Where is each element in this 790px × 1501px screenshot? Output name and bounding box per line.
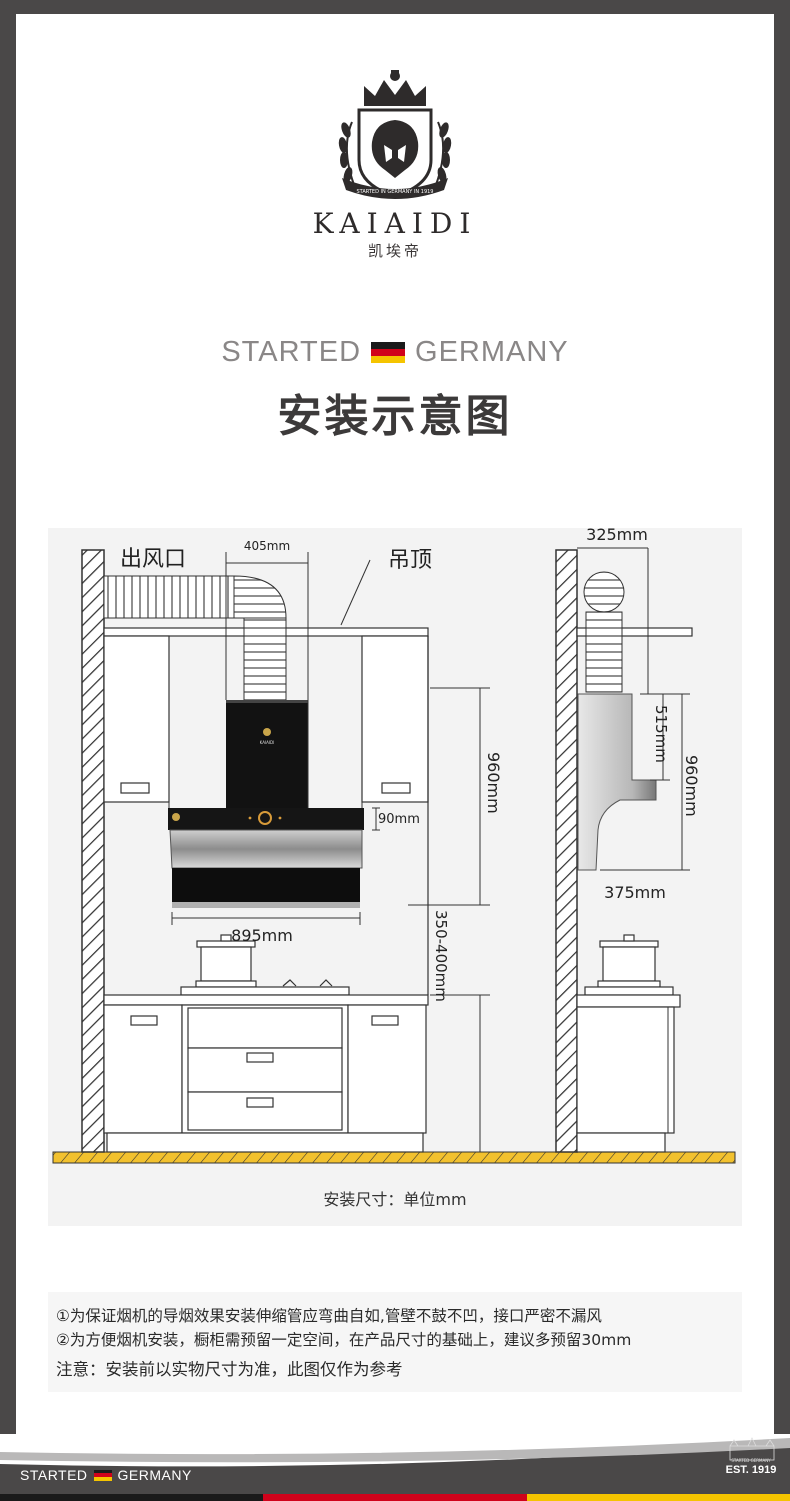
side-duct-elbow [583,571,625,613]
hood-control-panel [168,808,364,830]
note-3: 注意：安装前以实物尺寸为准，此图仅作为参考 [56,1360,403,1379]
ceiling-label: 吊顶 [388,548,432,573]
hood-steel-body [169,829,363,869]
outlet-label: 出风口 [120,547,186,572]
countertop [103,994,429,1006]
tagline: STARTED GERMANY [0,336,790,369]
side-pot-icon [584,934,674,996]
brand-emblem: STARTED IN GERMANY IN 1919 [338,70,452,199]
pot-icon [195,934,257,988]
side-wall [555,549,578,1153]
duct-horizontal [103,575,235,619]
brand-wordmark: KAIAIDI [312,207,478,240]
upper-cabinet-right [361,635,429,803]
tagline-left: STARTED [221,336,362,368]
footer-right: GERMANY [117,1467,192,1483]
tagline-right: GERMANY [415,336,569,368]
side-ceiling [576,627,693,637]
left-wall [81,549,105,1153]
side-duct [585,611,623,693]
base-cabinet-left [103,1004,183,1134]
dim-375: 375mm [604,883,666,902]
badge-ribbon [342,178,448,199]
hood-glass [172,868,360,902]
dim-90: 90mm [378,812,420,827]
front-view: KAIAIDI [81,539,503,1153]
page-title: 安装示意图 [277,391,513,442]
footer-flag-icon [93,1469,112,1481]
stripe-red [263,1494,527,1501]
plinth [106,1132,424,1153]
gas-stove [180,986,350,996]
side-view: 325mm 515mm 960mm 375mm [555,525,701,1153]
crown-icon [364,70,426,106]
notes-background [48,1292,742,1392]
side-base-cabinet [576,1006,675,1134]
brand-name-cn: 凯埃帝 [367,242,422,260]
hood-panel-logo-icon [172,813,180,821]
hood-logo-text: KAIAIDI [260,740,275,745]
dim-350-400: 350-400mm [432,910,450,1002]
hood-upper-body [226,700,308,808]
hood-logo-icon [263,728,271,736]
dim-960-front: 960mm [484,752,503,814]
note-1: ①为保证烟机的导烟效果安装伸缩管应弯曲自如,管壁不鼓不凹，接口严密不漏风 [56,1307,602,1325]
dim-515: 515mm [652,705,670,763]
badge-ribbon-text: STARTED IN GERMANY IN 1919 [357,189,434,195]
dim-960-side: 960mm [682,755,701,817]
castle-icon [729,1437,775,1461]
base-cabinet-right [347,1004,427,1134]
floor [52,1151,736,1164]
lion-head-icon [371,120,419,178]
german-flag-icon [371,341,406,364]
footer-tagline: STARTED GERMANY [20,1467,192,1483]
dim-895: 895mm [231,926,293,945]
side-hood-body [577,693,657,871]
est-text: EST. 1919 [725,1464,777,1476]
duct-vertical [243,617,287,701]
dim-405: 405mm [244,539,290,553]
power-button-icon [258,811,272,825]
duct-elbow [233,575,287,619]
note-2: ②为方便烟机安装，橱柜需预留一定空间，在产品尺寸的基础上，建议多预留30mm [56,1331,632,1349]
est-small-text: STARTED GERMANY [731,1458,771,1463]
stripe-black [0,1494,263,1501]
stripe-gold [527,1494,790,1501]
unit-note: 安装尺寸：单位mm [323,1190,467,1209]
dim-325: 325mm [586,525,648,544]
upper-cabinet-left [103,635,170,803]
footer-band [0,1434,790,1501]
side-plinth [576,1132,666,1153]
laurel-left-icon [338,121,357,191]
footer-left: STARTED [20,1467,88,1483]
side-countertop [576,994,681,1008]
